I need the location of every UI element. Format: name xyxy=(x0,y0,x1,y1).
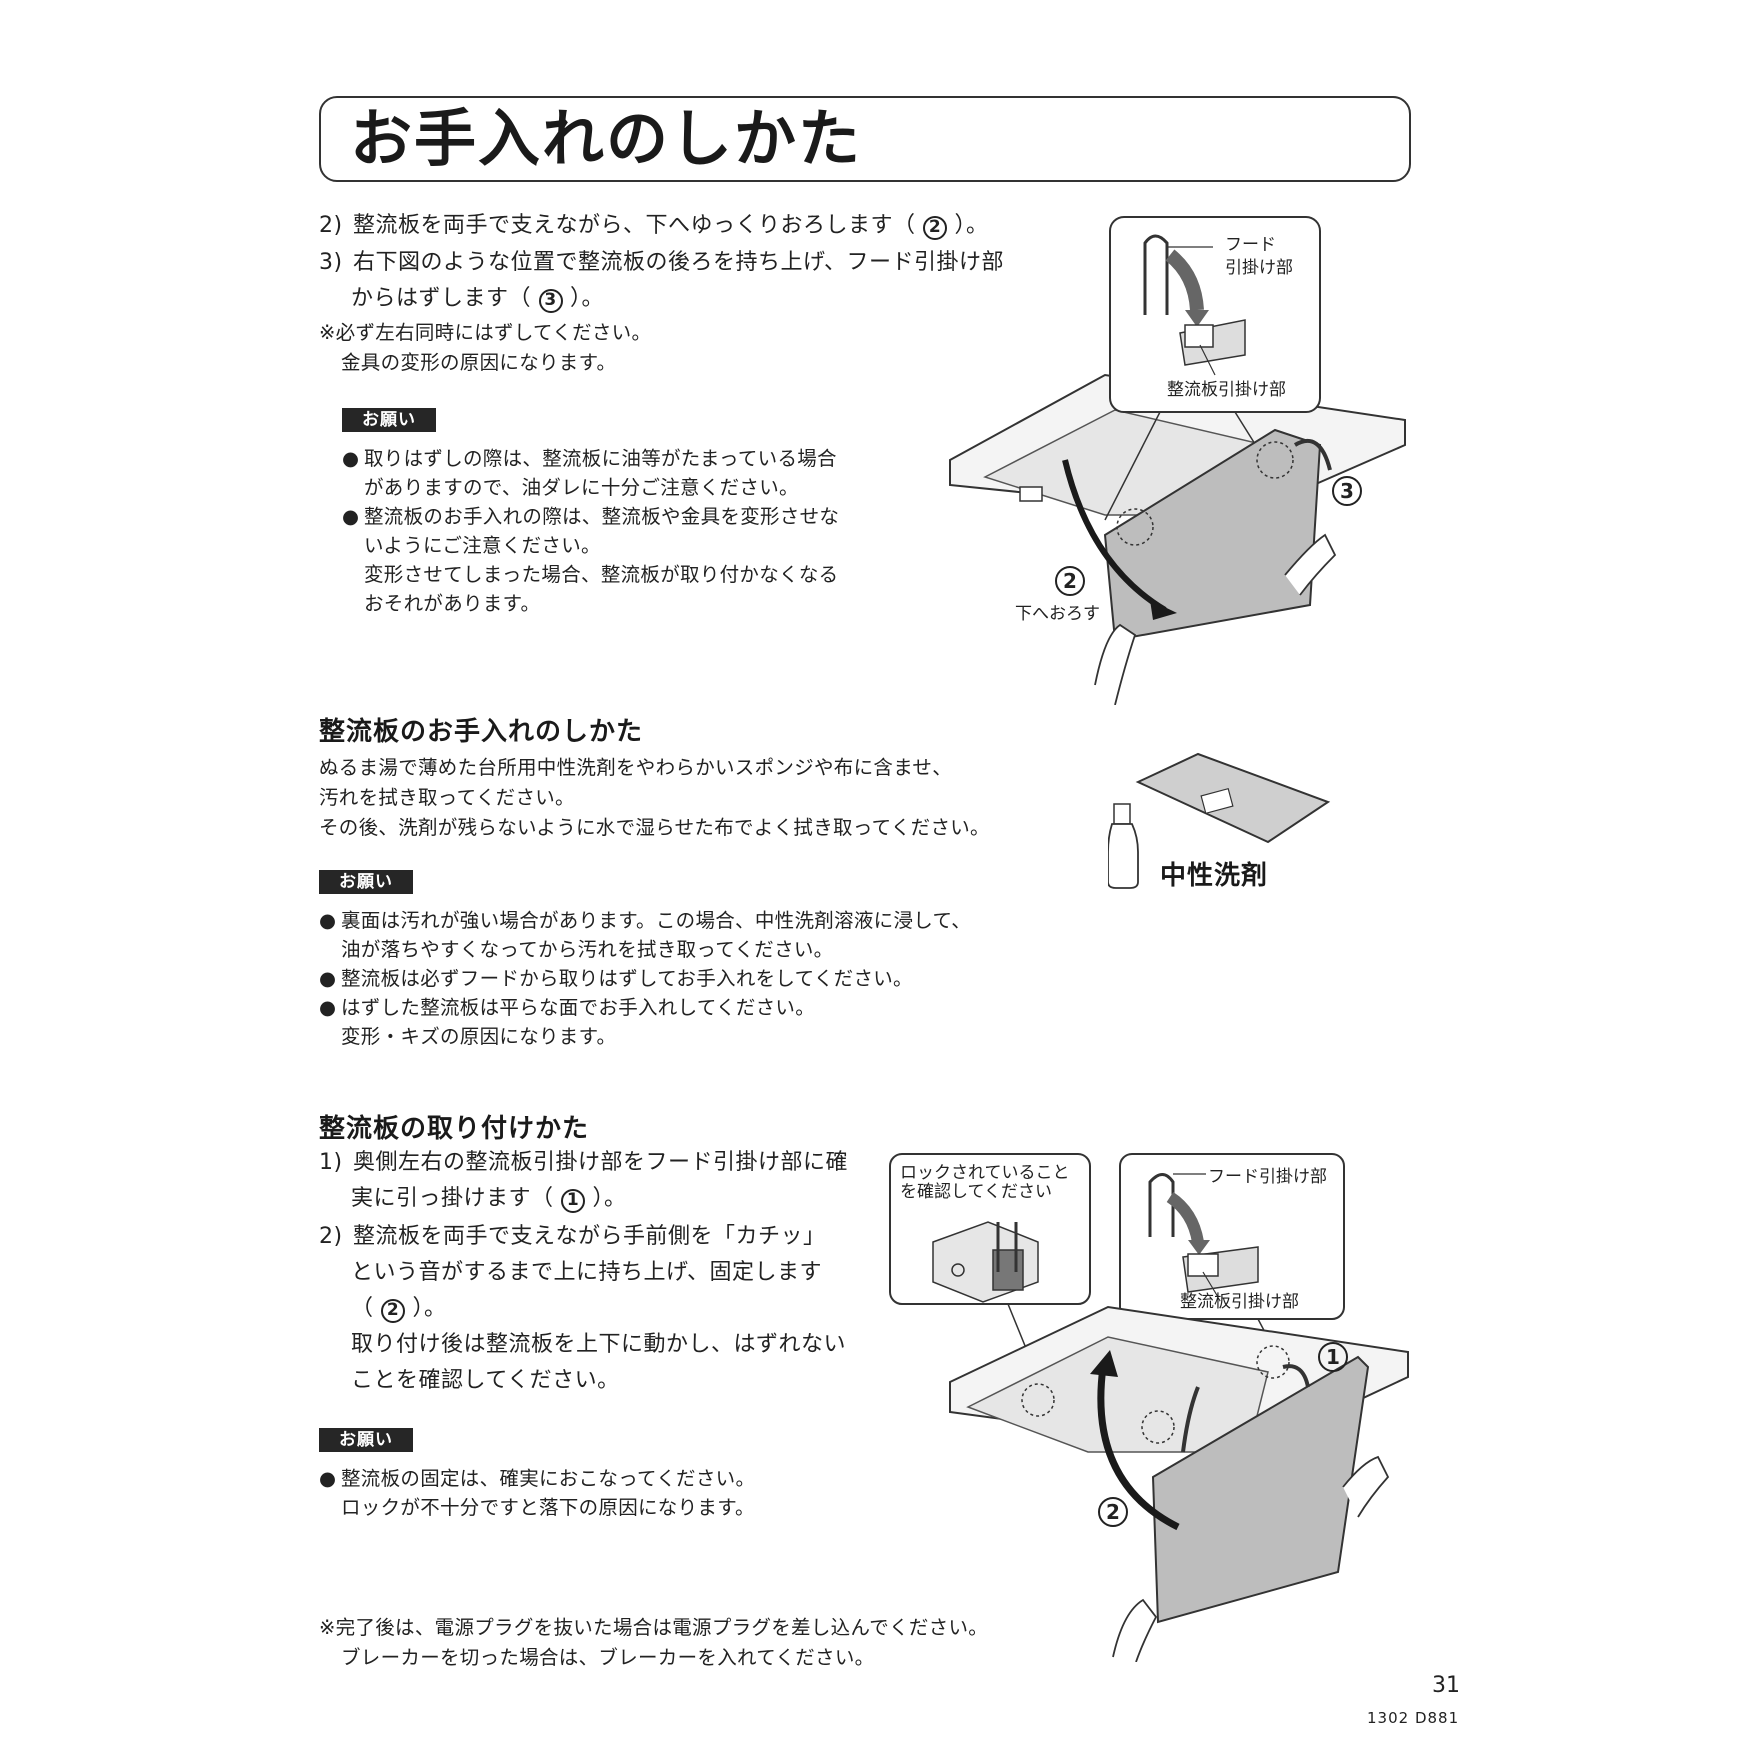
cleaning-body: ぬるま湯で薄めた台所用中性洗剤をやわらかいスポンジや布に含ませ、 汚れを拭き取っ… xyxy=(319,756,990,839)
detergent-illustration xyxy=(1108,752,1331,889)
cleaning-cautions: ●裏面は汚れが強い場合があります。この場合、中性洗剤溶液に浸して、 油が落ちやす… xyxy=(319,906,971,1051)
onegai-badge: お願い xyxy=(319,1428,413,1452)
removal-note-cont: 金具の変形の原因になります。 xyxy=(341,351,617,374)
removal-step-3-cont: からはずします（ 3 ）。 xyxy=(351,286,605,313)
fig3-lock-note: ロックされていること xyxy=(900,1163,1070,1183)
removal-cautions: ●取りはずしの際は、整流板に油等がたまっている場合 がありますので、油ダレに十分… xyxy=(342,444,839,618)
final-note: ※完了後は、電源プラグを抜いた場合は電源プラグを差し込んでください。 ブレーカー… xyxy=(319,1616,989,1669)
fig3-circled-2: 2 xyxy=(1098,1497,1128,1527)
removal-note: ※必ず左右同時にはずしてください。 xyxy=(319,321,652,344)
fig1-lower-label: 下へおろす xyxy=(1015,604,1100,624)
bullet-icon: ● xyxy=(319,996,337,1019)
title-frame xyxy=(319,96,1411,182)
cleaning-heading: 整流板のお手入れのしかた xyxy=(319,717,644,747)
bullet-icon: ● xyxy=(319,1467,337,1490)
removal-illustration xyxy=(949,216,1406,705)
removal-steps: 2)整流板を両手で支えながら、下へゆっくりおろします（ 2 ）。 3)右下図のよ… xyxy=(319,211,1004,378)
circled-number-1: 1 xyxy=(561,1188,586,1213)
fig3-plate-hook-label: 整流板引掛け部 xyxy=(1180,1292,1299,1312)
fig1-hood-hook-label-2: 引掛け部 xyxy=(1225,258,1293,278)
install-heading: 整流板の取り付けかた xyxy=(319,1114,590,1144)
removal-step-3: 3)右下図のような位置で整流板の後ろを持ち上げ、フード引掛け部 xyxy=(319,250,1004,275)
circled-number-3: 3 xyxy=(538,288,563,313)
onegai-badge: お願い xyxy=(319,870,413,894)
bullet-icon: ● xyxy=(342,505,360,528)
fig1-plate-hook-label: 整流板引掛け部 xyxy=(1167,380,1286,400)
onegai-badge: お願い xyxy=(342,408,436,432)
page-title: お手入れのしかた xyxy=(350,102,863,175)
bullet-icon: ● xyxy=(319,909,337,932)
document-code: 1302 D881 xyxy=(1367,1709,1460,1727)
bullet-icon: ● xyxy=(342,447,360,470)
fig3-hood-hook-label: フード引掛け部 xyxy=(1208,1167,1327,1187)
fig1-circled-3: 3 xyxy=(1332,476,1362,506)
circled-number-2: 2 xyxy=(381,1298,406,1323)
fig3-lock-note-2: を確認してください xyxy=(900,1182,1052,1202)
removal-step-2: 2)整流板を両手で支えながら、下へゆっくりおろします（ 2 ）。 xyxy=(319,213,989,240)
fig1-hood-hook-label: フード xyxy=(1225,235,1276,255)
page-number: 31 xyxy=(1432,1673,1460,1698)
detergent-label: 中性洗剤 xyxy=(1160,861,1269,891)
circled-number-2: 2 xyxy=(923,215,948,240)
bullet-icon: ● xyxy=(319,967,337,990)
install-steps: 1)奥側左右の整流板引掛け部をフード引掛け部に確 実に引っ掛けます（ 1 ）。 … xyxy=(319,1150,849,1393)
install-illustration xyxy=(889,1153,1409,1662)
install-cautions: ●整流板の固定は、確実におこなってください。 ロックが不十分ですと落下の原因にな… xyxy=(319,1464,755,1522)
fig3-circled-1: 1 xyxy=(1318,1342,1348,1372)
fig1-circled-2: 2 xyxy=(1055,566,1085,596)
